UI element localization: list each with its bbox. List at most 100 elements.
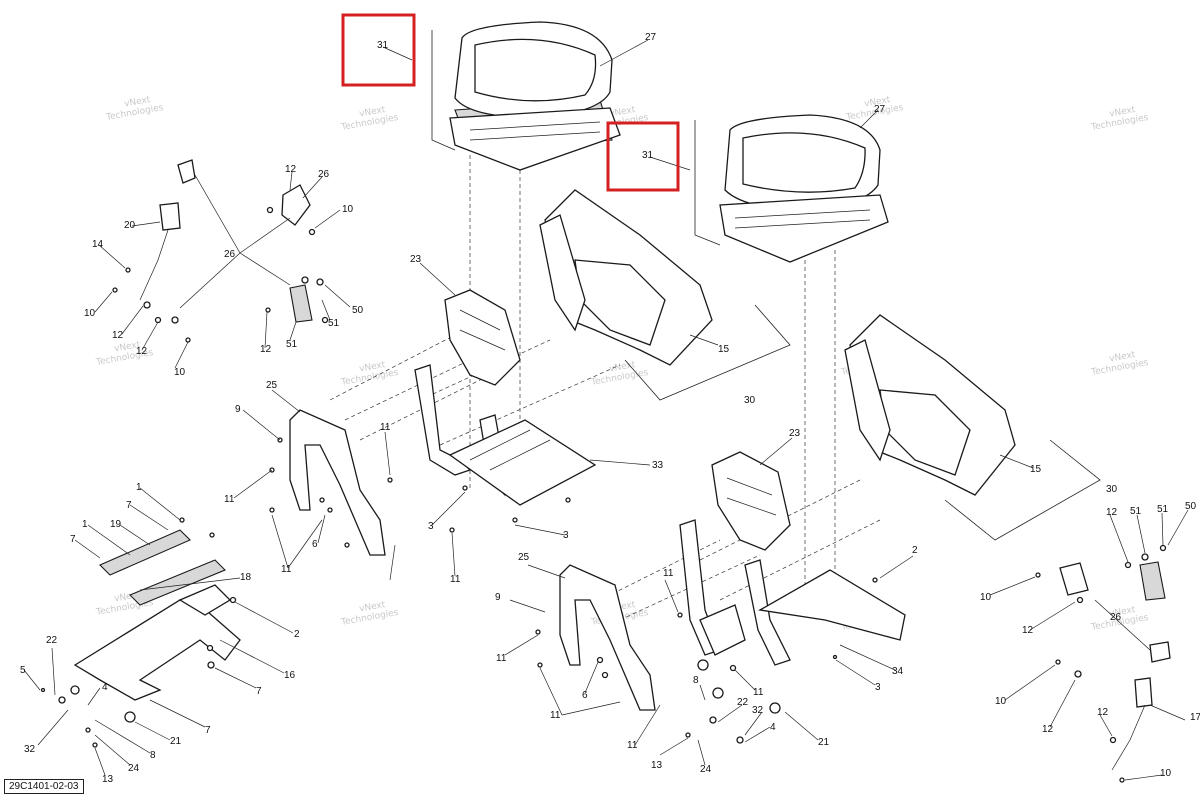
- callout-5: 5: [20, 665, 26, 676]
- watermark-text: vNext: [123, 95, 151, 109]
- callout-10: 10: [342, 204, 354, 215]
- watermark-text: vNext: [1108, 605, 1136, 619]
- callout-10: 10: [995, 696, 1007, 707]
- callout-3: 3: [428, 521, 434, 532]
- callout-51: 51: [328, 318, 340, 329]
- callout-12: 12: [1097, 707, 1109, 718]
- seat-frame-left: [414, 364, 597, 506]
- callout-3: 3: [875, 682, 881, 693]
- callout-12: 12: [112, 330, 124, 341]
- upright-bracket-right: [559, 564, 656, 711]
- callout-31: 31: [642, 150, 654, 161]
- callout-22: 22: [46, 635, 58, 646]
- seatbelt-buckle-left: [139, 159, 313, 323]
- callout-26: 26: [318, 169, 330, 180]
- callout-22: 22: [737, 697, 749, 708]
- callout-4: 4: [770, 722, 776, 733]
- watermark-text: vNext: [358, 600, 386, 614]
- callout-26: 26: [1110, 612, 1122, 623]
- reference-code: 29C1401-02-03: [4, 779, 84, 794]
- leader-lines: [23, 39, 1189, 781]
- callout-23: 23: [789, 428, 801, 439]
- slider-rails: [73, 529, 241, 701]
- callout-50: 50: [352, 305, 364, 316]
- watermark-text: vNext: [863, 95, 891, 109]
- callout-7: 7: [126, 500, 132, 511]
- callout-11: 11: [224, 494, 235, 505]
- callout-6: 6: [582, 690, 588, 701]
- assembly-brackets: [431, 30, 1101, 541]
- callout-24: 24: [700, 764, 712, 775]
- callout-13: 13: [102, 774, 114, 785]
- callout-2: 2: [294, 629, 300, 640]
- callout-7: 7: [205, 725, 211, 736]
- callout-51: 51: [286, 339, 298, 350]
- callout-3: 3: [563, 530, 569, 541]
- headrest-left: [444, 289, 521, 386]
- callout-6: 6: [312, 539, 318, 550]
- seat-cushion-right: [719, 114, 889, 263]
- callout-12: 12: [1106, 507, 1118, 518]
- callout-12: 12: [260, 344, 272, 355]
- callout-17: 17: [1190, 712, 1200, 723]
- seat-cushion-left: [449, 21, 621, 171]
- seatbelt-buckle-right: [1059, 561, 1171, 771]
- callout-50: 50: [1185, 501, 1197, 512]
- watermark-text: vNext: [608, 360, 636, 374]
- highlight-box-31-right: [606, 121, 680, 192]
- callout-25: 25: [518, 552, 530, 563]
- watermark-text: vNext: [1108, 350, 1136, 364]
- callout-10: 10: [980, 592, 992, 603]
- callout-30: 30: [744, 395, 756, 406]
- callout-12: 12: [1042, 724, 1054, 735]
- callout-34: 34: [892, 666, 904, 677]
- callout-10: 10: [84, 308, 96, 319]
- callout-11: 11: [450, 574, 461, 585]
- callout-15: 15: [1030, 464, 1042, 475]
- callout-51: 51: [1130, 506, 1142, 517]
- callout-14: 14: [92, 239, 104, 250]
- callout-27: 27: [874, 104, 886, 115]
- upright-bracket-left: [289, 409, 386, 556]
- watermark-text: vNext: [358, 360, 386, 374]
- callout-9: 9: [495, 592, 501, 603]
- callout-7: 7: [70, 534, 76, 545]
- callout-11: 11: [281, 564, 292, 575]
- callout-11: 11: [380, 422, 391, 433]
- callout-30: 30: [1106, 484, 1118, 495]
- callout-24: 24: [128, 763, 140, 774]
- callout-9: 9: [235, 404, 241, 415]
- watermark-text: vNext: [113, 340, 141, 354]
- seat-frame-right: [679, 519, 906, 666]
- callout-19: 19: [110, 519, 122, 530]
- callout-31: 31: [377, 40, 389, 51]
- callout-33: 33: [652, 460, 664, 471]
- callout-8: 8: [150, 750, 156, 761]
- watermark-text: vNext: [1108, 105, 1136, 119]
- watermark-text: vNext: [608, 105, 636, 119]
- callout-12: 12: [1022, 625, 1034, 636]
- highlight-box-31-left: [341, 13, 416, 87]
- callout-1: 1: [136, 482, 142, 493]
- callout-23: 23: [410, 254, 422, 265]
- callout-26: 26: [224, 249, 236, 260]
- callout-1: 1: [82, 519, 88, 530]
- callout-2: 2: [912, 545, 918, 556]
- callout-11: 11: [550, 710, 561, 721]
- callout-11: 11: [496, 653, 507, 664]
- callout-10: 10: [1160, 768, 1172, 779]
- callout-32: 32: [24, 744, 36, 755]
- callout-21: 21: [170, 736, 182, 747]
- callout-51: 51: [1157, 504, 1169, 515]
- callout-32: 32: [752, 705, 764, 716]
